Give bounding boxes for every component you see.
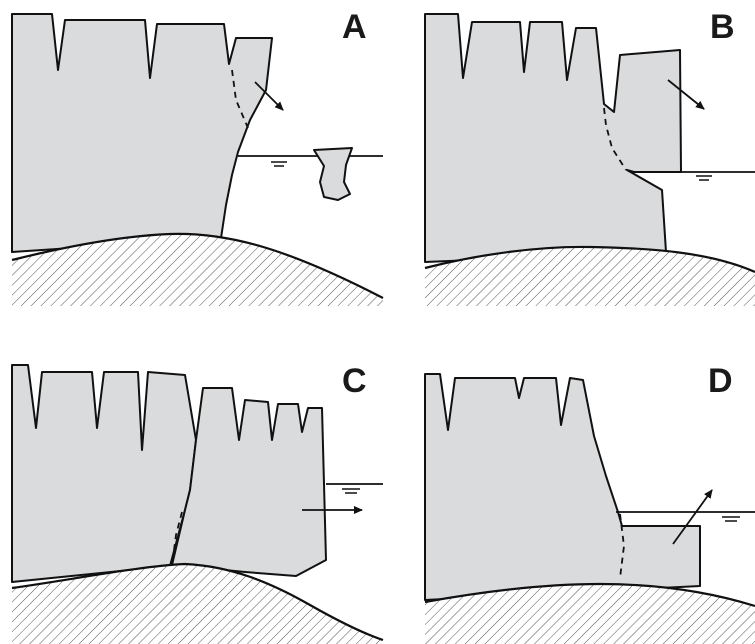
- panel-d: D: [425, 362, 755, 644]
- glacier-ice-d: [425, 374, 700, 600]
- panel-c: C: [12, 362, 383, 644]
- iceberg-a: [314, 148, 352, 200]
- panel-label-d: D: [708, 362, 733, 400]
- water-symbol-d: [722, 517, 740, 521]
- water-symbol-b: [696, 176, 712, 180]
- glacier-ice-a: [12, 14, 272, 252]
- glacier-ice-c-grounded: [12, 365, 196, 582]
- panel-b: B: [425, 8, 755, 306]
- water-symbol-c: [342, 489, 360, 493]
- glacier-ice-b: [425, 14, 681, 262]
- glacier-ice-c-floating: [172, 388, 326, 576]
- panel-label-c: C: [342, 362, 367, 400]
- panel-label-a: A: [342, 8, 367, 46]
- water-symbol-a: [271, 162, 287, 166]
- panel-a: A: [12, 8, 383, 306]
- panel-label-b: B: [710, 8, 735, 46]
